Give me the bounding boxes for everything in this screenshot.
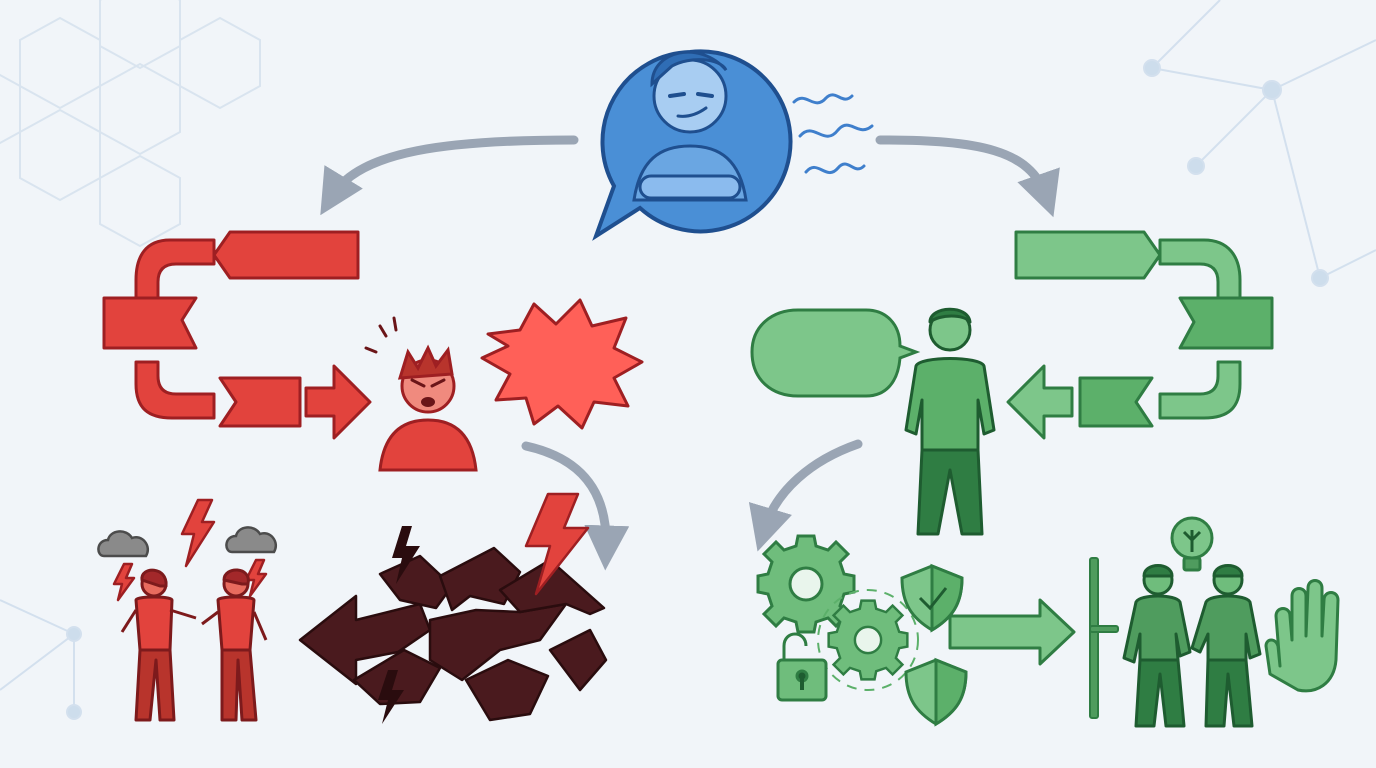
lightbulb-icon [1170, 516, 1214, 572]
crack-bolt-icon [378, 526, 420, 724]
shield-icon [900, 563, 968, 727]
barrier-icon [1089, 557, 1119, 719]
background-network-pattern [0, 0, 1376, 720]
calm-loop-arrows-icon [1006, 230, 1274, 440]
stop-hand-icon [1264, 579, 1340, 693]
angry-person-icon [364, 316, 478, 472]
storm-cloud-icon [97, 526, 277, 558]
flow-arrows [320, 135, 1060, 571]
defiant-person-arms-crossed-speech-bubble-icon [592, 49, 793, 241]
background-hexagon-pattern [0, 0, 261, 248]
broken-arrow-shatter-icon [298, 546, 608, 722]
calm-standing-person-icon [904, 307, 996, 536]
lightning-icon [112, 498, 268, 602]
gears-icon [756, 534, 919, 691]
arrow-center-to-positive [875, 135, 1060, 218]
tension-squiggle-icon [792, 93, 874, 175]
conflict-lightning-icon [524, 492, 590, 596]
arguing-couple-icon [120, 568, 268, 722]
two-people-cooperating-icon [1122, 564, 1262, 728]
explosion-burst-icon [480, 298, 644, 430]
arrow-center-to-negative [320, 135, 579, 216]
arrow-angry-to-conflict [521, 441, 630, 571]
escalation-loop-arrows-icon [102, 230, 372, 440]
progress-arrow-icon [948, 598, 1076, 666]
arrow-calm-to-gears [748, 439, 863, 552]
speech-bubble-icon [750, 308, 921, 398]
unlock-icon [776, 632, 828, 702]
